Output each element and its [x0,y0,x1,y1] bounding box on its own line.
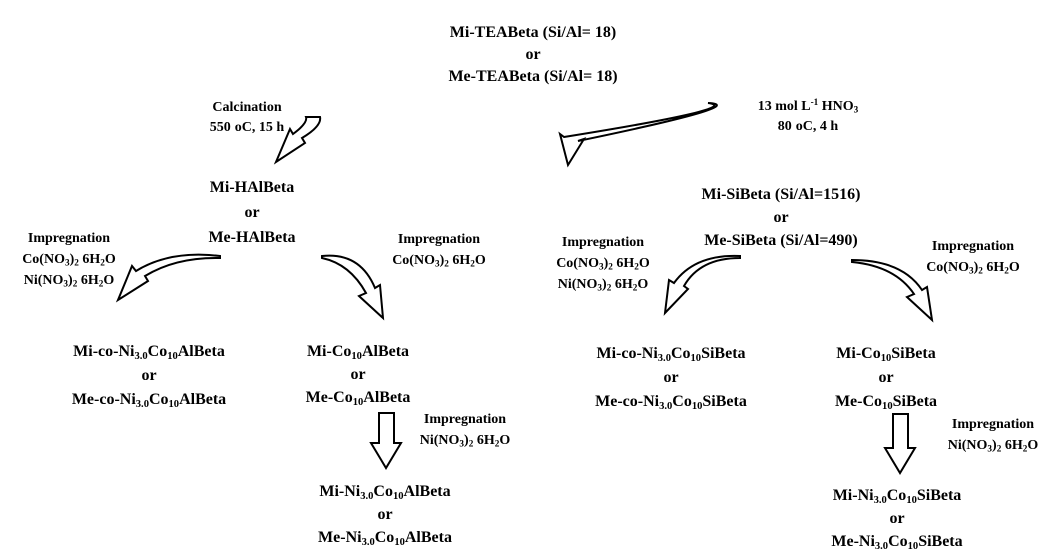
node-co-ni-co-sibeta-line1: Mi-co-Ni3.0Co10SiBeta [596,345,746,364]
node-ni-co-albeta-line1: Mi-Ni3.0Co10AlBeta [319,483,451,502]
node-teabeta-or: or [525,46,541,63]
node-ni-co-sibeta-or: or [889,510,905,527]
impregnation-title: Impregnation [931,239,1015,254]
node-co-albeta-line1: Mi-Co10AlBeta [306,343,410,362]
reagent-ni-nitrate: Ni(NO3)2 6H2O [419,433,511,449]
node-co-albeta-or: or [350,366,366,383]
node-ni-co-albeta-line2: Me-Ni3.0Co10AlBeta [318,529,452,548]
node-ni-co-albeta: Mi-Ni3.0Co10AlBeta or Me-Ni3.0Co10AlBeta [286,480,484,549]
arrow-hal-to-co [321,254,385,321]
node-co-ni-co-sibeta-line2: Me-co-Ni3.0Co10SiBeta [595,393,747,412]
node-halbeta-line1: Mi-HAlBeta [209,179,295,196]
impregnation-title: Impregnation [397,232,481,247]
reagent-co-nitrate: Co(NO3)2 6H2O [556,256,650,272]
node-co-sibeta-or: or [878,369,894,386]
node-ni-co-albeta-or: or [377,506,393,523]
reagent-ni-nitrate: Ni(NO3)2 6H2O [557,277,649,293]
label-impregnation-co-al: Impregnation Co(NO3)2 6H2O [372,229,506,271]
node-teabeta-line1: Mi-TEABeta (Si/Al= 18) [449,24,617,41]
node-teabeta-line2: Me-TEABeta (Si/Al= 18) [448,68,618,85]
impregnation-title: Impregnation [951,417,1035,432]
node-halbeta-or: or [244,204,260,221]
label-impregnation-co-ni-al: Impregnation Co(NO3)2 6H2O Ni(NO3)2 6H2O [4,228,134,291]
node-teabeta: Mi-TEABeta (Si/Al= 18) or Me-TEABeta (Si… [395,22,671,88]
node-sibeta-or: or [773,209,789,226]
node-ni-co-sibeta-line2: Me-Ni3.0Co10SiBeta [831,533,963,552]
label-impregnation-co-ni-si: Impregnation Co(NO3)2 6H2O Ni(NO3)2 6H2O [540,232,666,295]
reagent-co-nitrate: Co(NO3)2 6H2O [392,253,486,269]
arrow-co-si-to-ni-co-si [883,413,917,475]
node-co-ni-co-albeta: Mi-co-Ni3.0Co10AlBeta or Me-co-Ni3.0Co10… [24,340,274,412]
node-co-ni-co-albeta-line1: Mi-co-Ni3.0Co10AlBeta [73,343,225,362]
reagent-co-nitrate: Co(NO3)2 6H2O [926,260,1020,276]
acid-concentration: 13 mol L-1 HNO3 [757,96,859,115]
arrow-si-to-co [851,258,934,323]
node-halbeta: Mi-HAlBeta or Me-HAlBeta [184,175,320,250]
reagent-ni-nitrate: Ni(NO3)2 6H2O [947,438,1039,454]
label-impregnation-co-si: Impregnation Co(NO3)2 6H2O [908,236,1038,278]
label-impregnation-ni-al: Impregnation Ni(NO3)2 6H2O [400,409,530,451]
reagent-co-nitrate: Co(NO3)2 6H2O [22,252,116,268]
node-ni-co-sibeta-line1: Mi-Ni3.0Co10SiBeta [832,487,962,506]
node-halbeta-line2: Me-HAlBeta [208,229,296,246]
node-co-ni-co-sibeta-or: or [663,369,679,386]
node-co-sibeta: Mi-Co10SiBeta or Me-Co10SiBeta [828,342,944,414]
node-co-ni-co-albeta-or: or [141,367,157,384]
node-ni-co-sibeta: Mi-Ni3.0Co10SiBeta or Me-Ni3.0Co10SiBeta [800,484,994,553]
node-sibeta-line1: Mi-SiBeta (Si/Al=1516) [701,186,861,203]
arrow-si-to-co-ni [663,254,741,316]
node-co-sibeta-line2: Me-Co10SiBeta [834,393,938,412]
arrow-hal-to-co-ni [115,253,221,303]
impregnation-title: Impregnation [561,235,645,250]
label-impregnation-ni-si: Impregnation Ni(NO3)2 6H2O [926,414,1060,456]
impregnation-title: Impregnation [27,231,111,246]
node-co-ni-co-albeta-line2: Me-co-Ni3.0Co10AlBeta [71,391,227,410]
node-co-albeta-line2: Me-Co10AlBeta [305,389,411,408]
node-sibeta-line2: Me-SiBeta (Si/Al=490) [704,232,858,249]
node-sibeta: Mi-SiBeta (Si/Al=1516) or Me-SiBeta (Si/… [672,183,890,252]
node-co-albeta: Mi-Co10AlBeta or Me-Co10AlBeta [296,340,420,409]
node-co-ni-co-sibeta: Mi-co-Ni3.0Co10SiBeta or Me-co-Ni3.0Co10… [560,342,782,414]
impregnation-title: Impregnation [423,412,507,427]
calcination-title: Calcination [212,100,282,115]
arrow-calcination [273,116,322,165]
node-co-sibeta-line1: Mi-Co10SiBeta [836,345,936,364]
arrow-co-al-to-ni-co-al [369,412,403,470]
arrow-acid-treatment [558,102,718,168]
reagent-ni-nitrate: Ni(NO3)2 6H2O [23,273,115,289]
